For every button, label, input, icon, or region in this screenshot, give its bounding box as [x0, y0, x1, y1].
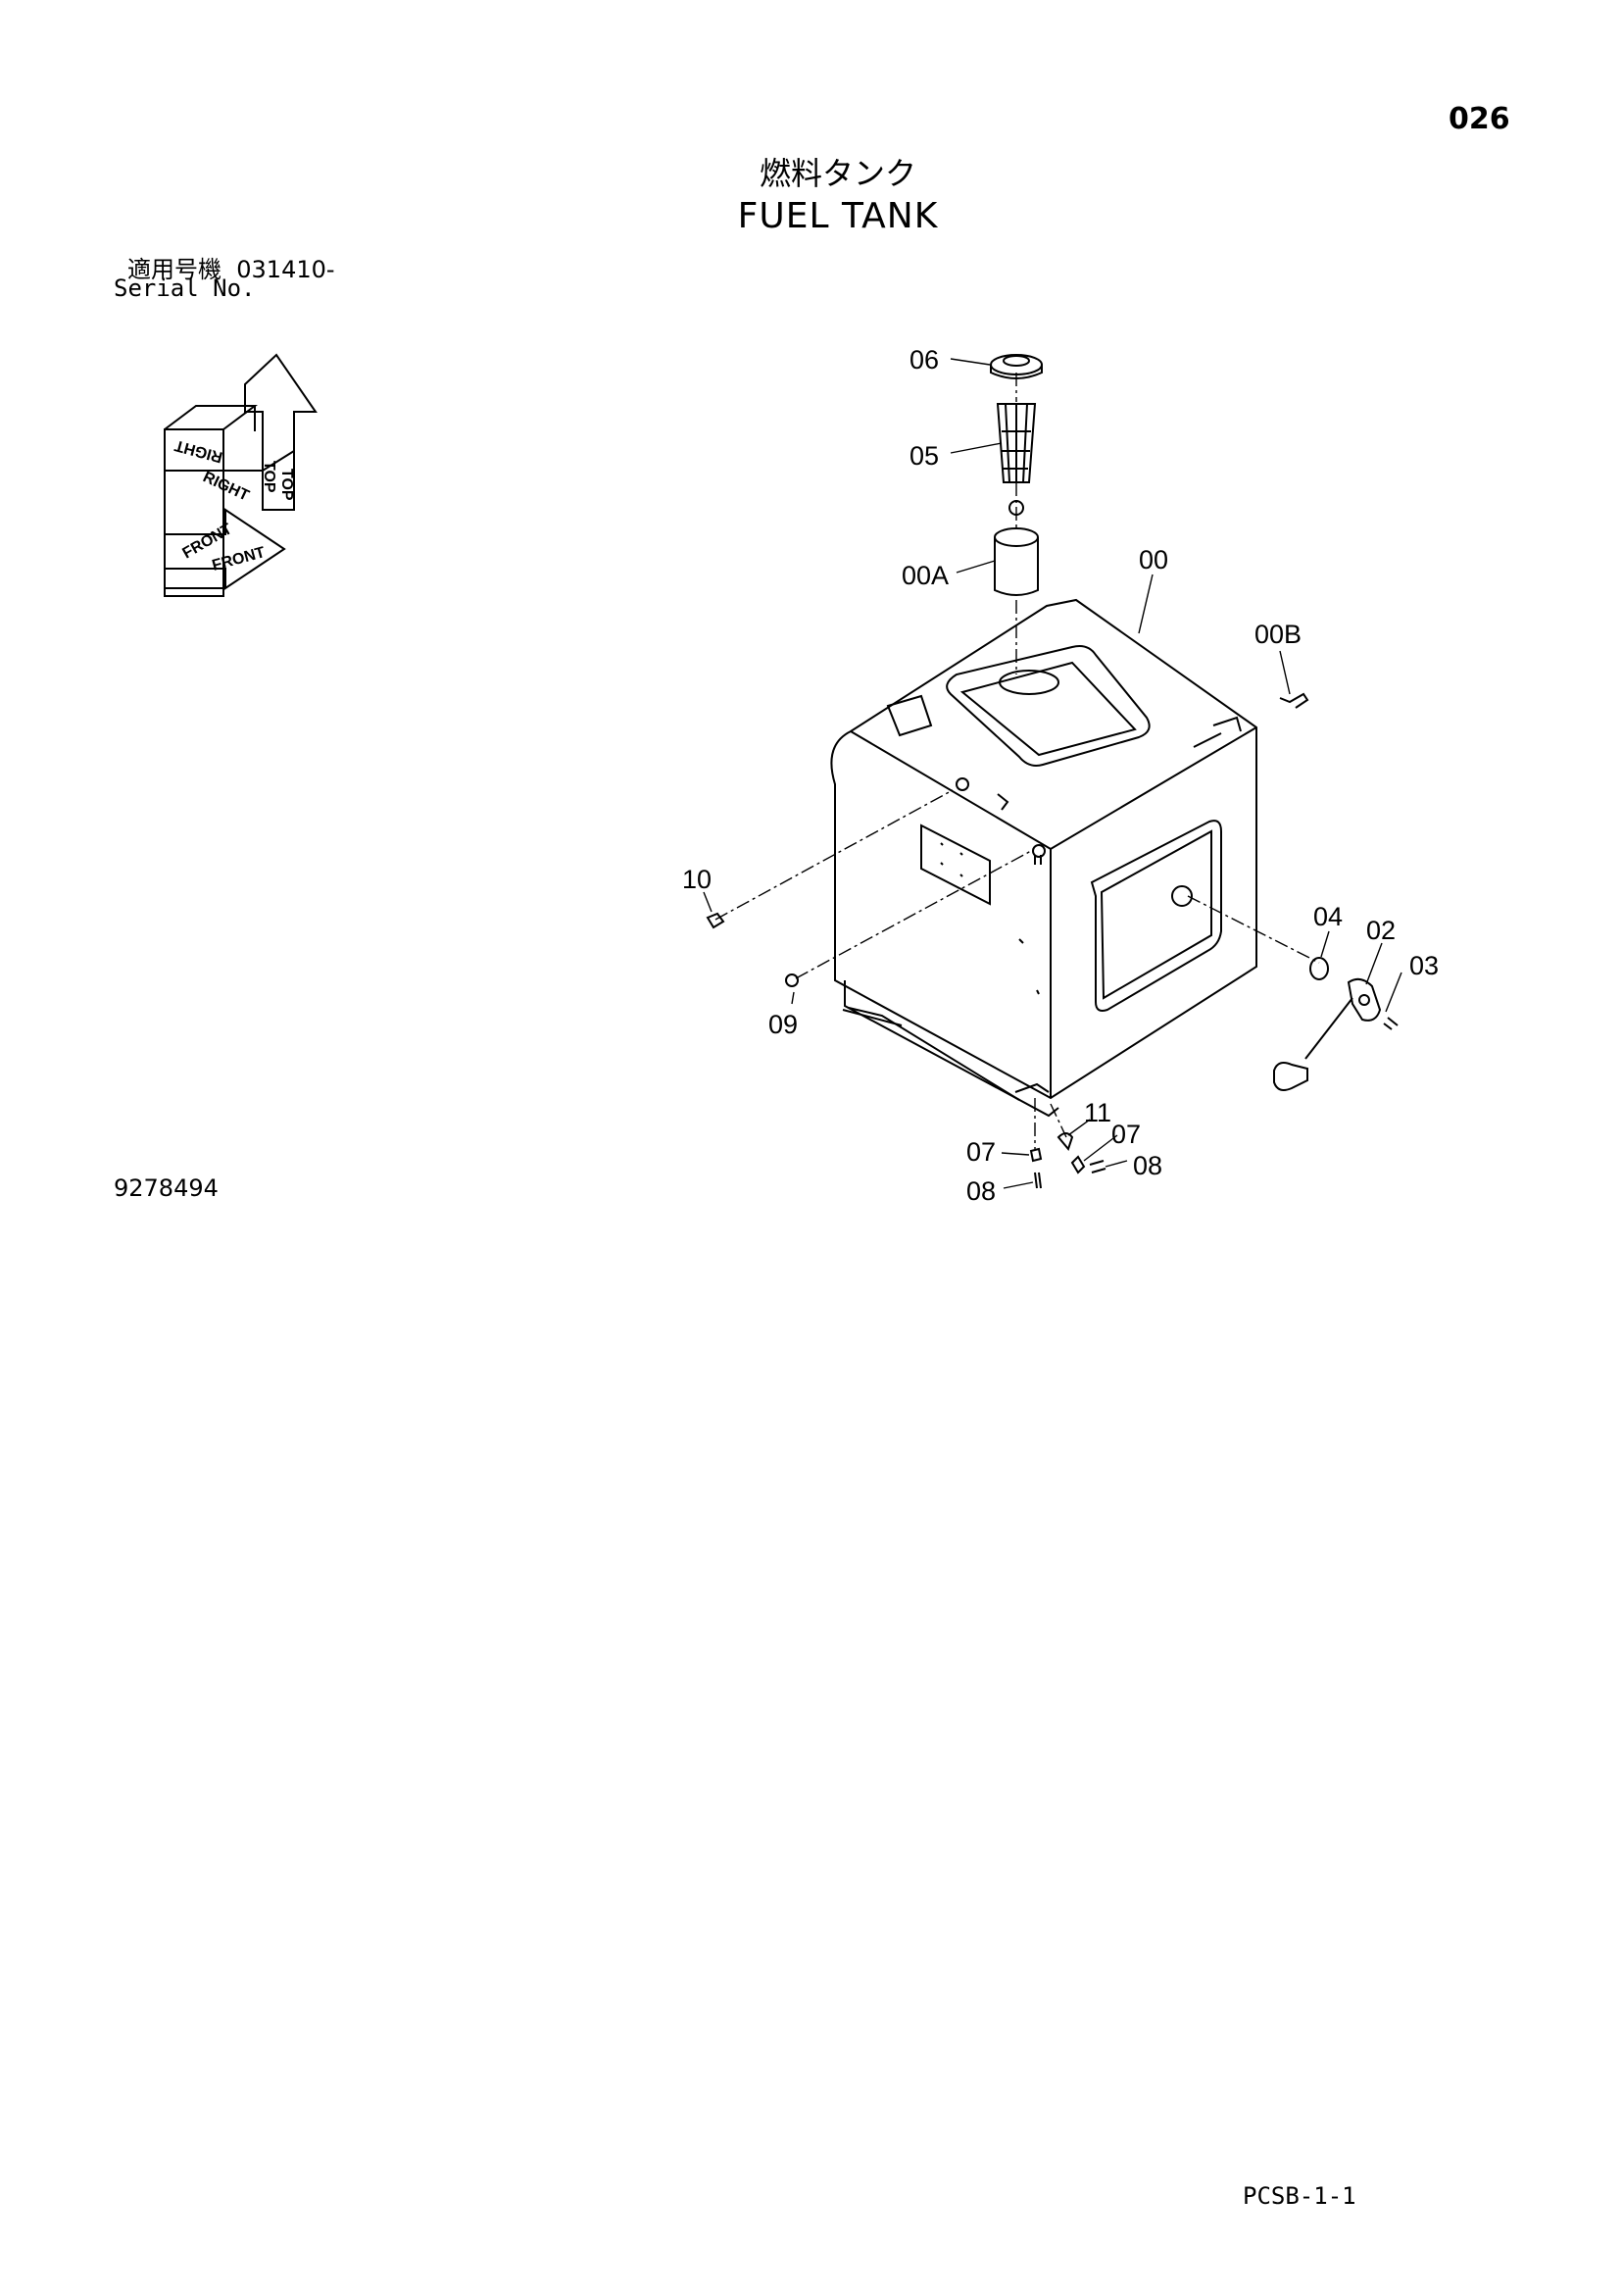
clip-part: [1279, 692, 1309, 709]
sleeve-part: [994, 527, 1039, 596]
serial-line-japanese: 適用号機 031410-: [127, 250, 335, 284]
callout-label: 08: [966, 1176, 996, 1206]
footer-code: PCSB-1-1: [1243, 2182, 1356, 2210]
serial-value: 031410-: [236, 256, 335, 283]
callout-label: 06: [909, 345, 939, 374]
title-english: FUEL TANK: [737, 196, 939, 236]
callout-label: 09: [768, 1010, 798, 1039]
orientation-top-inner: TOP: [261, 461, 277, 493]
callout-labels: 06 05 00A 00 00B 10 04 02 03 09 11 07 07…: [682, 345, 1439, 1206]
callout-label: 07: [1111, 1120, 1141, 1149]
orientation-right-outer: RIGHT: [200, 469, 251, 505]
orientation-icon: [164, 353, 318, 597]
orientation-front-inner: FRONT: [211, 544, 268, 574]
callout-label: 02: [1366, 916, 1396, 945]
callout-label: 05: [909, 441, 939, 471]
callout-label: 04: [1313, 902, 1343, 931]
callout-label: 07: [966, 1137, 996, 1167]
callout-label: 00: [1139, 545, 1168, 574]
callout-label: 08: [1133, 1151, 1162, 1180]
hardware-parts: [706, 912, 1106, 1189]
assembly-lines: [714, 373, 1320, 1149]
callout-label: 00A: [902, 561, 949, 590]
callout-label: 00B: [1254, 620, 1302, 649]
level-gauge-part: [1273, 957, 1399, 1091]
title-japanese: 燃料タンク: [759, 155, 916, 192]
fuel-tank-body: [830, 598, 1257, 1118]
callout-label: 03: [1409, 951, 1439, 980]
drawing-number: 9278494: [114, 1174, 219, 1202]
leader-lines: [703, 358, 1402, 1189]
page-number: 026: [1449, 102, 1510, 136]
orientation-right-inner: RIGHT: [172, 436, 224, 465]
orientation-top-outer: TOP: [278, 469, 295, 501]
callout-label: 10: [682, 865, 712, 894]
serial-label-english: Serial No.: [114, 275, 256, 302]
strainer-part: [996, 403, 1037, 516]
serial-label-japanese: 適用号機: [127, 256, 221, 283]
callout-label: 11: [1084, 1098, 1111, 1127]
